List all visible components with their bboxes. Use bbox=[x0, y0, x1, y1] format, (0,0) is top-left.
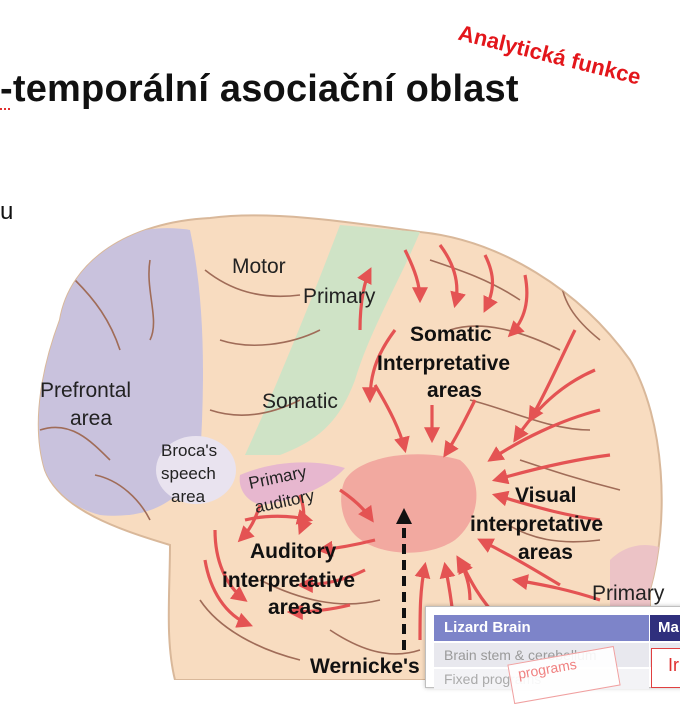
label-primary-visual: Primary bbox=[592, 582, 665, 605]
label-wernicke: Wernicke's bbox=[310, 655, 420, 678]
label-auditory-interp-3: areas bbox=[268, 596, 323, 619]
table-header-lizard-brain: Lizard Brain bbox=[434, 615, 649, 641]
label-auditory-interp-1: Auditory bbox=[250, 540, 337, 563]
label-motor: Motor bbox=[232, 255, 286, 278]
label-somatic-interp-3: areas bbox=[427, 379, 482, 402]
label-visual-interp-3: areas bbox=[518, 541, 573, 564]
wernicke-region bbox=[341, 454, 476, 552]
label-visual-interp-1: Visual bbox=[515, 484, 576, 507]
label-visual-interp-2: interpretative bbox=[470, 513, 603, 536]
table-header-right: Ma bbox=[650, 615, 680, 641]
red-annotation-box: Ir bbox=[651, 648, 680, 688]
label-broca-3: area bbox=[171, 487, 206, 506]
label-prefrontal-2: area bbox=[70, 407, 112, 430]
label-broca-2: speech bbox=[161, 464, 216, 483]
label-prefrontal-1: Prefrontal bbox=[40, 379, 131, 402]
label-somatic-interp-1: Somatic bbox=[410, 323, 492, 346]
label-auditory-interp-2: interpretative bbox=[222, 569, 355, 592]
label-somatic: Somatic bbox=[262, 390, 338, 413]
label-broca-1: Broca's bbox=[161, 441, 217, 460]
brain-diagram: Motor Primary Somatic Interpretative are… bbox=[0, 0, 680, 680]
label-primary-top: Primary bbox=[303, 285, 376, 308]
label-somatic-interp-2: Interpretative bbox=[377, 352, 510, 375]
